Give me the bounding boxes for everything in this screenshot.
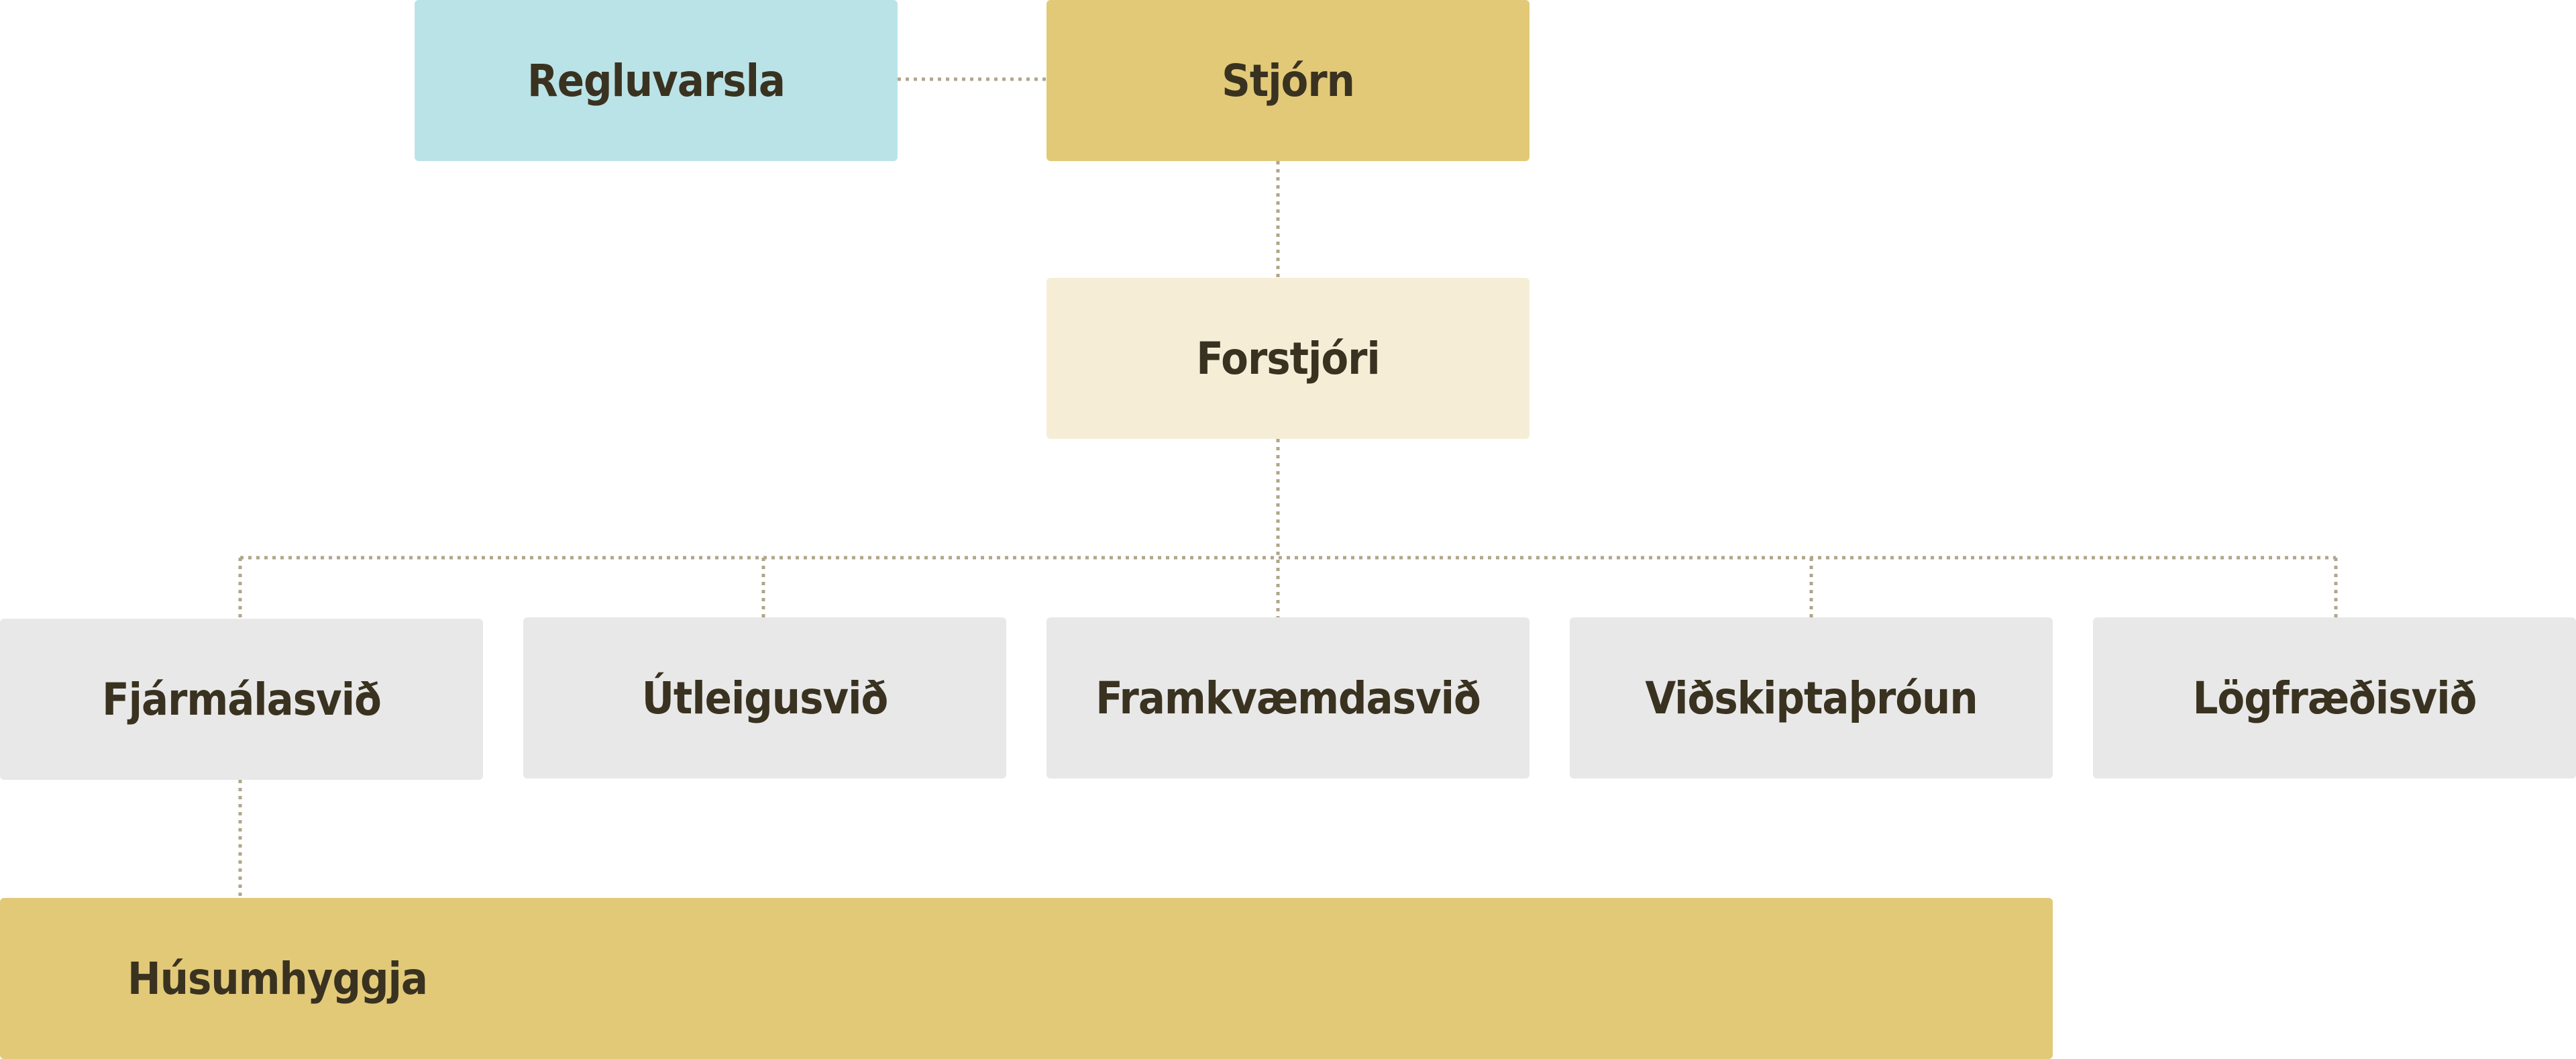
division-label-finance: Fjármálasvið [102, 673, 382, 725]
division-box-operations: Framkvæmdasvið [1046, 617, 1529, 778]
ceo-label: Forstjóri [1196, 332, 1380, 385]
division-box-leasing: Útleigusvið [523, 617, 1006, 778]
division-box-business-development: Viðskiptaþróun [1570, 617, 2053, 778]
division-box-legal: Lögfræðisvið [2093, 617, 2576, 778]
sub-unit-box: Húsumhyggja [0, 898, 2053, 1059]
division-label-operations: Framkvæmdasvið [1095, 672, 1481, 724]
division-label-business-development: Viðskiptaþróun [1645, 672, 1978, 724]
division-label-leasing: Útleigusvið [641, 672, 889, 724]
compliance-box: Regluvarsla [415, 0, 898, 161]
compliance-label: Regluvarsla [527, 54, 786, 107]
division-box-finance: Fjármálasvið [0, 619, 483, 780]
board-label: Stjórn [1222, 54, 1355, 107]
board-box: Stjórn [1046, 0, 1529, 161]
division-label-legal: Lögfræðisvið [2192, 672, 2477, 724]
sub-unit-label: Húsumhyggja [127, 952, 428, 1005]
ceo-box: Forstjóri [1046, 278, 1529, 439]
